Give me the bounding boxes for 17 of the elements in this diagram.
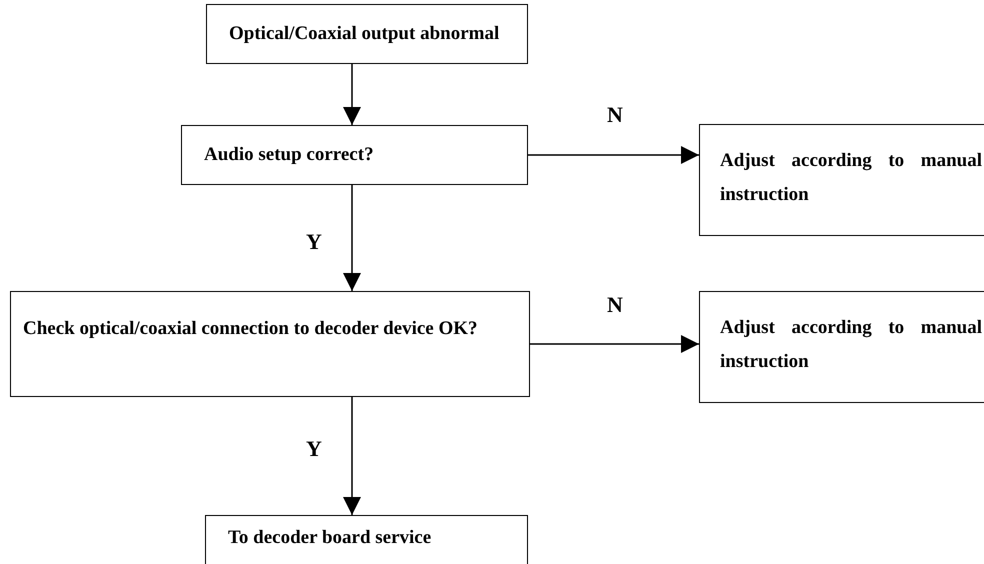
process-box <box>10 291 530 397</box>
box-text: Adjust according to manual instruction <box>720 149 982 207</box>
arrow <box>343 185 361 291</box>
arrow <box>528 146 699 164</box>
box-text: Adjust according to manual instruction <box>720 316 982 374</box>
box-text: To decoder board service <box>228 526 432 550</box>
arrow <box>343 397 361 515</box>
arrow <box>343 64 361 125</box>
process-box <box>699 124 984 236</box>
process-box <box>181 125 528 185</box>
process-box <box>699 291 984 403</box>
arrow <box>530 335 699 353</box>
process-box <box>206 4 528 64</box>
box-text: Check optical/coaxial connection to decoder device OK? <box>23 317 479 341</box>
box-text: Audio setup correct? <box>204 143 375 167</box>
process-box <box>205 515 528 564</box>
box-text: Optical/Coaxial output abnormal <box>229 22 500 46</box>
